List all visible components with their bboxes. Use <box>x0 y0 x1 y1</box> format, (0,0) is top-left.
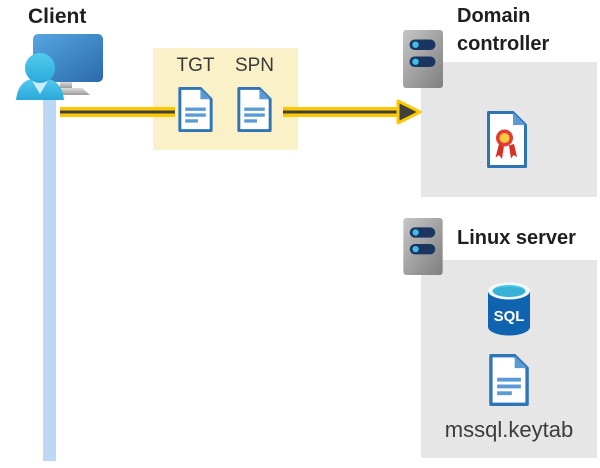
tgt-label: TGT <box>176 55 215 76</box>
arrow-head-icon <box>396 99 422 125</box>
client-label: Client <box>28 5 87 28</box>
linux-server-title: Linux server <box>457 227 576 249</box>
client-connection-line <box>43 93 56 461</box>
keytab-filename-label: mssql.keytab <box>444 417 574 442</box>
auth-arrow-segment-right <box>283 107 400 117</box>
spn-document-icon <box>237 87 272 132</box>
keytab-document-icon <box>489 354 529 406</box>
tgt-document-icon <box>178 87 213 132</box>
auth-arrow-segment-left <box>60 107 175 117</box>
domain-controller-title: Domain controller <box>457 5 550 55</box>
domain-controller-server-icon <box>403 30 443 88</box>
linux-server-icon <box>403 218 443 275</box>
sql-database-icon: SQL <box>488 282 530 336</box>
spn-label: SPN <box>234 55 275 76</box>
user-icon <box>16 53 64 100</box>
certificate-icon <box>487 111 527 168</box>
sql-label: SQL <box>494 308 525 325</box>
ticket-highlight-box <box>153 48 298 150</box>
client-computer-icon <box>16 34 103 100</box>
